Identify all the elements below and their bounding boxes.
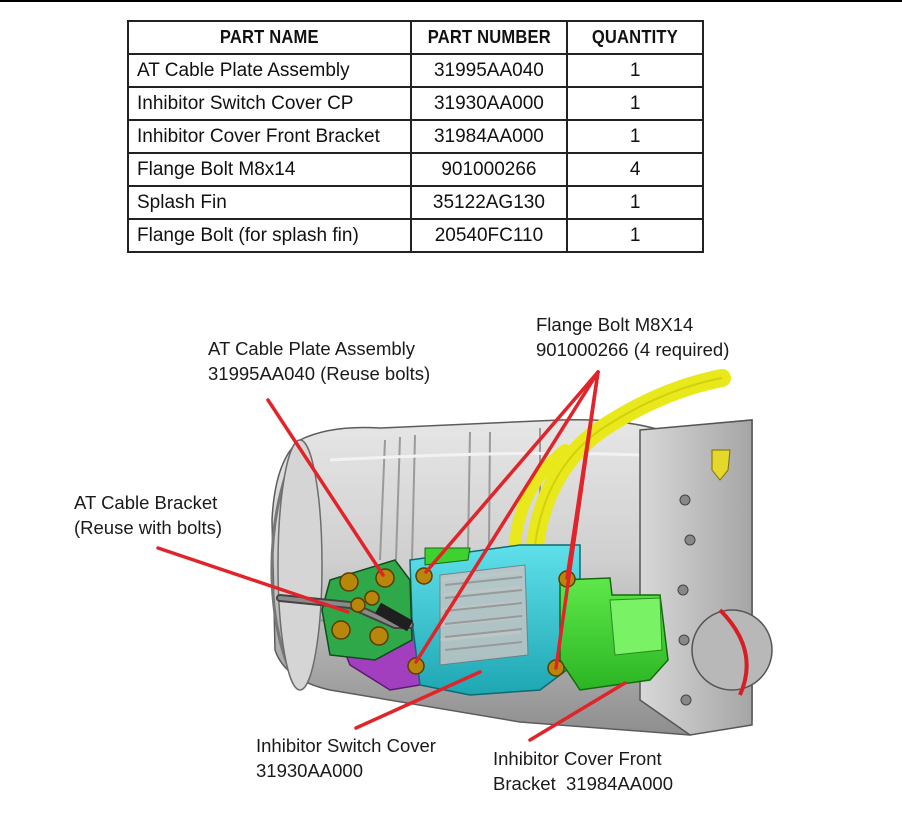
cell-part-name: Inhibitor Cover Front Bracket bbox=[127, 119, 412, 154]
cell-part-name: AT Cable Plate Assembly bbox=[127, 53, 412, 88]
cell-quantity: 1 bbox=[566, 86, 704, 121]
header-part-name: PART NAME bbox=[138, 20, 401, 55]
table-row: Inhibitor Switch Cover CP 31930AA000 1 bbox=[127, 86, 704, 121]
table-header-row: PART NAME PART NUMBER QUANTITY bbox=[128, 20, 703, 55]
table-row: Flange Bolt M8x14 901000266 4 bbox=[127, 152, 704, 187]
cell-part-number: 31984AA000 bbox=[409, 119, 569, 154]
callout-line: 901000266 (4 required) bbox=[536, 339, 730, 360]
cell-part-number: 31930AA000 bbox=[409, 86, 569, 121]
callout-switch-cover: Inhibitor Switch Cover 31930AA000 bbox=[256, 733, 436, 783]
cell-part-number: 35122AG130 bbox=[409, 185, 569, 220]
top-rule bbox=[0, 0, 902, 2]
callout-line: 31930AA000 bbox=[256, 760, 363, 781]
table-row: Splash Fin 35122AG130 1 bbox=[127, 185, 704, 220]
leader-lines bbox=[156, 370, 627, 742]
cell-quantity: 1 bbox=[566, 53, 704, 88]
callout-cable-bracket: AT Cable Bracket (Reuse with bolts) bbox=[74, 490, 222, 540]
cell-part-number: 20540FC110 bbox=[409, 218, 569, 253]
front-bracket-shape bbox=[424, 547, 669, 691]
cell-part-name: Flange Bolt (for splash fin) bbox=[127, 218, 412, 253]
cell-part-number: 31995AA040 bbox=[409, 53, 569, 88]
callout-line: (Reuse with bolts) bbox=[74, 517, 223, 538]
callout-line: AT Cable Bracket bbox=[74, 492, 218, 513]
callout-line: Inhibitor Cover Front bbox=[493, 748, 662, 769]
callout-line: Inhibitor Switch Cover bbox=[256, 735, 436, 756]
bolts bbox=[331, 567, 576, 677]
parts-table: PART NAME PART NUMBER QUANTITY AT Cable … bbox=[127, 20, 704, 253]
cell-part-name: Inhibitor Switch Cover CP bbox=[127, 86, 412, 121]
cell-part-number: 901000266 bbox=[409, 152, 569, 187]
cell-part-name: Flange Bolt M8x14 bbox=[127, 152, 412, 187]
transmission-illustration bbox=[156, 369, 773, 742]
header-quantity: QUANTITY bbox=[571, 20, 699, 55]
callout-line: AT Cable Plate Assembly bbox=[208, 338, 416, 359]
header-part-number: PART NUMBER bbox=[415, 20, 562, 55]
table-row: AT Cable Plate Assembly 31995AA040 1 bbox=[127, 53, 704, 88]
callout-line: Bracket 31984AA000 bbox=[493, 773, 673, 794]
cell-quantity: 1 bbox=[566, 218, 704, 253]
callout-flange-bolt: Flange Bolt M8X14 901000266 (4 required) bbox=[536, 312, 729, 362]
cell-quantity: 4 bbox=[566, 152, 704, 187]
cell-quantity: 1 bbox=[566, 185, 704, 220]
table-row: Inhibitor Cover Front Bracket 31984AA000… bbox=[127, 119, 704, 154]
cell-part-name: Splash Fin bbox=[127, 185, 412, 220]
callout-front-bracket: Inhibitor Cover Front Bracket 31984AA000 bbox=[493, 746, 673, 796]
callout-line: Flange Bolt M8X14 bbox=[536, 314, 694, 335]
callout-line: 31995AA040 (Reuse bolts) bbox=[208, 363, 431, 384]
table-row: Flange Bolt (for splash fin) 20540FC110 … bbox=[127, 218, 704, 253]
callout-cable-plate: AT Cable Plate Assembly 31995AA040 (Reus… bbox=[208, 336, 430, 386]
cell-quantity: 1 bbox=[566, 119, 704, 154]
